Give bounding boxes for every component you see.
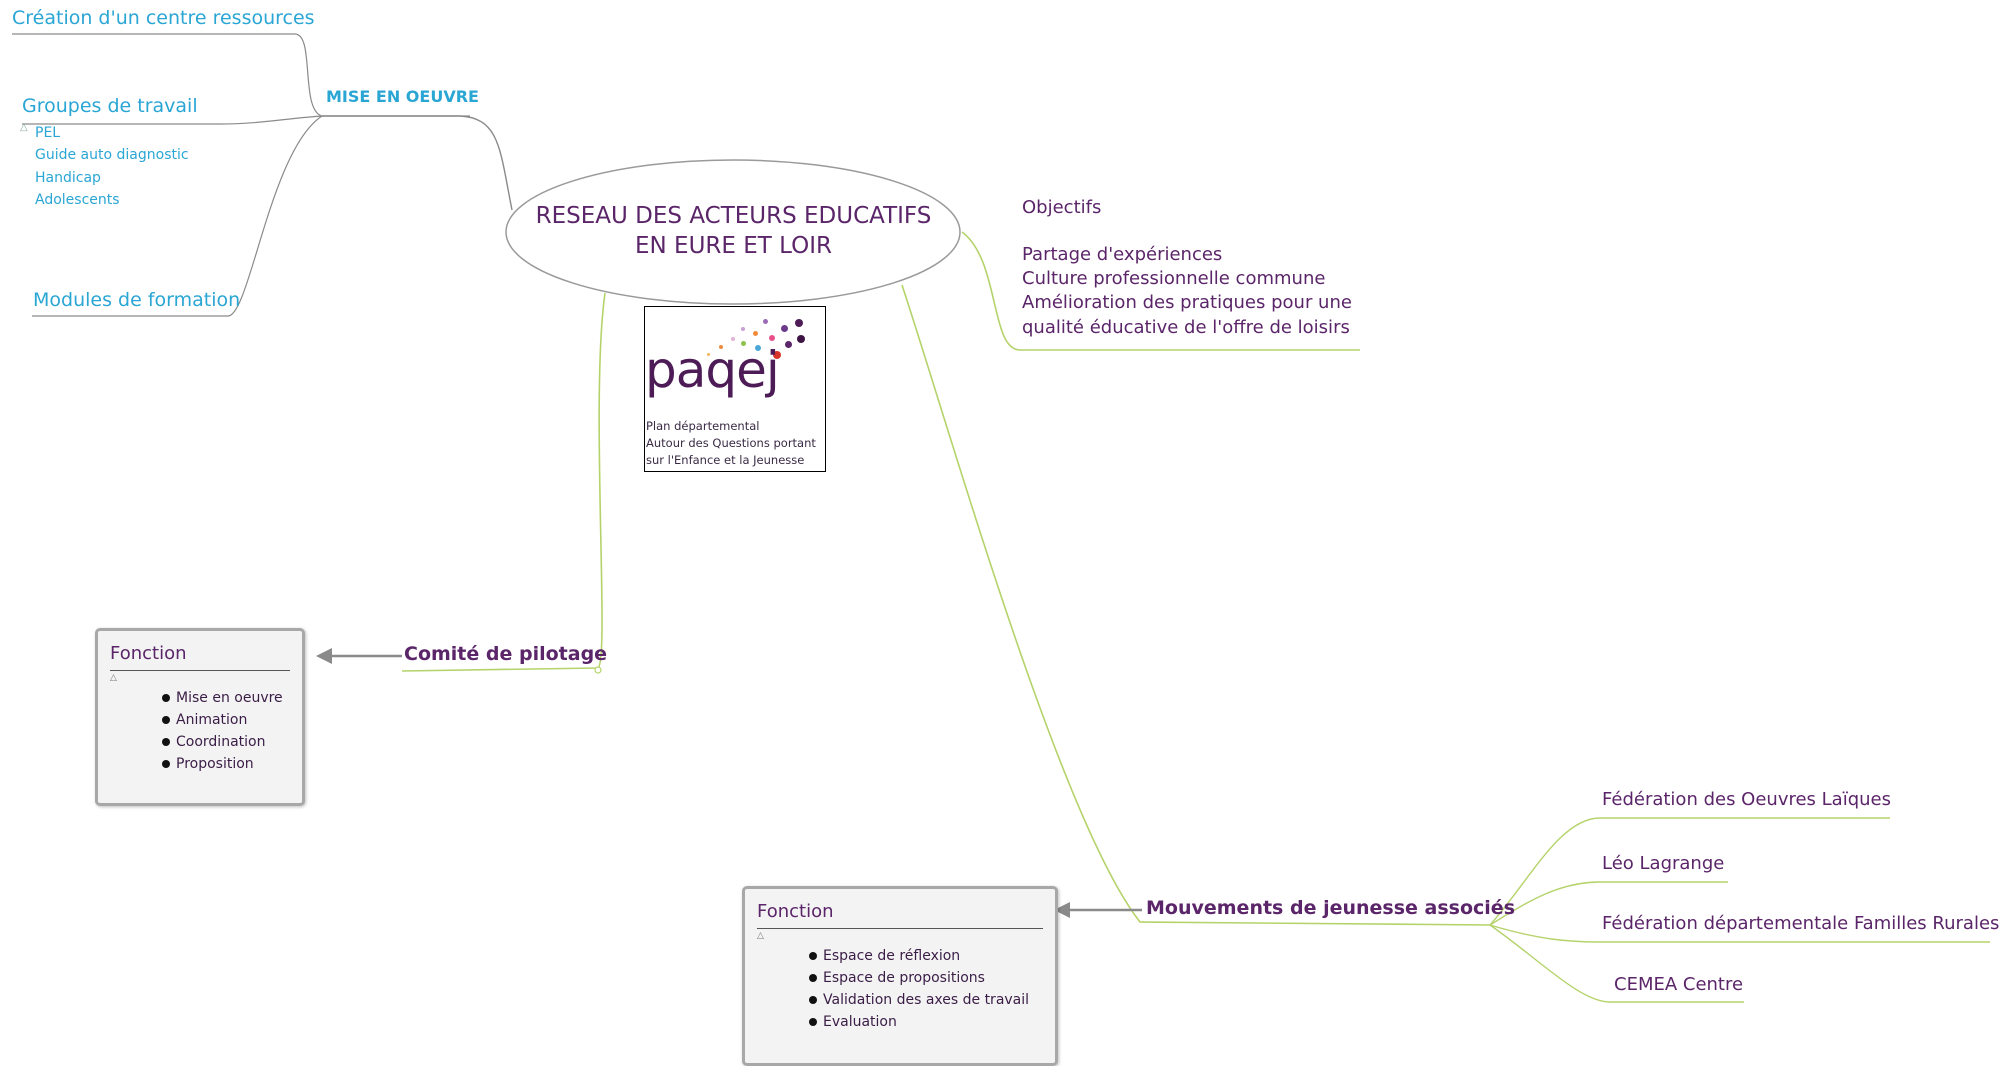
connector-mise-modules (32, 115, 323, 317)
objectifs-title[interactable]: Objectifs (1022, 197, 1102, 218)
center-node[interactable]: RESEAU DES ACTEURS EDUCATIFS EN EURE ET … (507, 160, 960, 303)
mouvements-fonction-list: Espace de réflexion Espace de propositio… (809, 945, 1029, 1033)
logo-dot (741, 341, 746, 346)
list-item: Espace de propositions (809, 967, 1029, 989)
node-leo-lagrange[interactable]: Léo Lagrange (1602, 853, 1725, 874)
logo-dot (769, 335, 775, 341)
logo-dot (795, 319, 803, 327)
node-federation-oeuvres-laiques[interactable]: Fédération des Oeuvres Laïques (1602, 789, 1892, 810)
connector-mouvements-leo (1489, 881, 1728, 926)
list-item: Mise en oeuvre (162, 687, 283, 709)
connector-center-objectifs (961, 231, 1360, 351)
list-item: Proposition (162, 753, 283, 775)
objectifs-line-4: qualité éducative de l'offre de loisirs (1022, 317, 1350, 338)
list-item: Animation (162, 709, 283, 731)
logo-dot (731, 337, 735, 341)
connector-dot-comite (594, 666, 602, 674)
comite-fonction-panel: Fonction △ Mise en oeuvre Animation Coor… (95, 628, 305, 806)
logo-wordmark: paqej (645, 341, 780, 399)
pagej-logo: paqej Plan départemental Autour des Ques… (644, 306, 826, 472)
list-item-pel[interactable]: PEL (35, 125, 61, 141)
node-centre-ressources[interactable]: Création d'un centre ressources (12, 7, 315, 29)
panel-title: Fonction (110, 643, 290, 671)
panel-title: Fonction (757, 901, 1043, 929)
node-groupes-de-travail[interactable]: Groupes de travail (22, 95, 198, 117)
arrow-comite-head (316, 648, 332, 664)
node-modules-de-formation[interactable]: Modules de formation (33, 289, 241, 311)
center-node-ellipse (505, 159, 961, 305)
arrow-mouvements-head (1054, 902, 1070, 918)
list-item-adolescents[interactable]: Adolescents (35, 192, 120, 208)
logo-dot (719, 345, 723, 349)
logo-line-2: Autour des Questions portant (646, 436, 816, 450)
list-item-guide[interactable]: Guide auto diagnostic (35, 147, 189, 163)
node-cemea-centre[interactable]: CEMEA Centre (1614, 974, 1744, 995)
list-item: Espace de réflexion (809, 945, 1029, 967)
mouvements-fonction-panel: Fonction △ Espace de réflexion Espace de… (742, 886, 1058, 1066)
connector-mouvements-fol (1489, 817, 1890, 926)
logo-dot (797, 335, 805, 343)
list-item: Coordination (162, 731, 283, 753)
connector-center-comite (401, 292, 606, 672)
logo-line-1: Plan départemental (646, 419, 760, 433)
logo-dot (753, 331, 758, 336)
center-title-line2: EN EURE ET LOIR (635, 232, 832, 259)
collapse-triangle-icon[interactable]: △ (757, 931, 764, 941)
logo-dot (785, 341, 792, 348)
logo-dot (781, 325, 788, 332)
logo-dot (773, 351, 781, 359)
connector-mise-centre-ressources (12, 33, 323, 117)
objectifs-line-2: Culture professionnelle commune (1022, 268, 1326, 289)
node-comite-de-pilotage[interactable]: Comité de pilotage (404, 643, 608, 665)
logo-line-3: sur l'Enfance et la Jeunesse (646, 453, 805, 467)
collapse-triangle-icon[interactable]: △ (110, 673, 117, 683)
node-mouvements-jeunesse[interactable]: Mouvements de jeunesse associés (1146, 897, 1515, 919)
connector-center-mouvements (901, 284, 1491, 926)
list-item: Validation des axes de travail (809, 989, 1029, 1011)
list-item: Evaluation (809, 1011, 1029, 1033)
connector-mouvements-frural (1489, 924, 1990, 943)
list-item-handicap[interactable]: Handicap (35, 170, 101, 186)
logo-dot (763, 319, 768, 324)
logo-dot (741, 327, 745, 331)
collapse-triangle-icon[interactable]: △ (20, 122, 28, 133)
logo-dot (755, 345, 761, 351)
connector-mouvements-cemea (1489, 924, 1744, 1003)
node-mise-en-oeuvre[interactable]: MISE EN OEUVRE (326, 87, 479, 106)
objectifs-line-1: Partage d'expériences (1022, 244, 1223, 265)
connector-mise-groupes (22, 115, 323, 125)
connector-center-mise (322, 115, 513, 211)
node-familles-rurales[interactable]: Fédération départementale Familles Rural… (1602, 913, 2000, 934)
objectifs-line-3: Amélioration des pratiques pour une (1022, 292, 1352, 313)
comite-fonction-list: Mise en oeuvre Animation Coordination Pr… (162, 687, 283, 775)
logo-dot (707, 353, 710, 356)
center-title-line1: RESEAU DES ACTEURS EDUCATIFS (535, 202, 932, 229)
